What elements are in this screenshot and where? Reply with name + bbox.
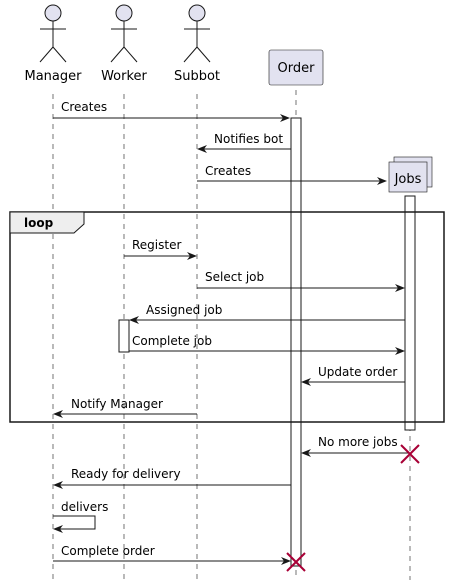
participant-label-jobs: Jobs [394,172,422,187]
loop-label: loop [24,216,54,230]
message-delivers: delivers [53,500,108,533]
message-complete-job: Complete job [129,334,405,355]
actor-subbot: Subbot [174,4,220,84]
message-update-order: Update order [301,365,405,386]
activation-order [290,117,302,567]
actor-label-subbot: Subbot [174,69,220,84]
message-complete-order: Complete order [53,544,291,565]
message-label: Complete order [61,544,155,558]
message-label: Select job [205,270,264,284]
message-notifies-bot: Notifies bot [197,132,291,153]
message-ready-for-delivery: Ready for delivery [53,467,291,489]
message-register: Register [124,238,197,260]
actor-label-worker: Worker [101,69,147,84]
message-label: Update order [318,365,397,379]
loop-frame: loop [9,211,445,423]
message-label: Assigned job [146,303,222,317]
actor-manager: Manager [25,4,83,84]
message-label: Creates [205,164,251,178]
actor-worker: Worker [101,4,148,84]
message-label: Notify Manager [71,397,163,411]
message-creates-order: Creates [53,100,290,122]
message-assigned-job: Assigned job [129,303,405,324]
message-label: Notifies bot [214,132,283,146]
participant-label-order: Order [278,61,316,76]
message-notify-manager: Notify Manager [53,397,197,418]
message-label: Ready for delivery [71,467,181,481]
activation-worker [118,319,130,353]
message-select-job: Select job [197,270,405,292]
actor-label-manager: Manager [25,69,83,84]
message-label: Creates [61,100,107,114]
message-creates-jobs: Creates [197,164,387,185]
participant-jobs: Jobs [388,156,433,193]
message-no-more-jobs: No more jobs [301,435,410,457]
destroy-jobs-icon [400,444,420,464]
message-label: Register [132,238,181,252]
activation-jobs [404,195,416,431]
message-label: No more jobs [318,435,398,449]
participant-order: Order [268,49,324,86]
message-label: Complete job [132,334,212,348]
destroy-order-icon [286,552,306,572]
message-label: delivers [61,500,108,514]
